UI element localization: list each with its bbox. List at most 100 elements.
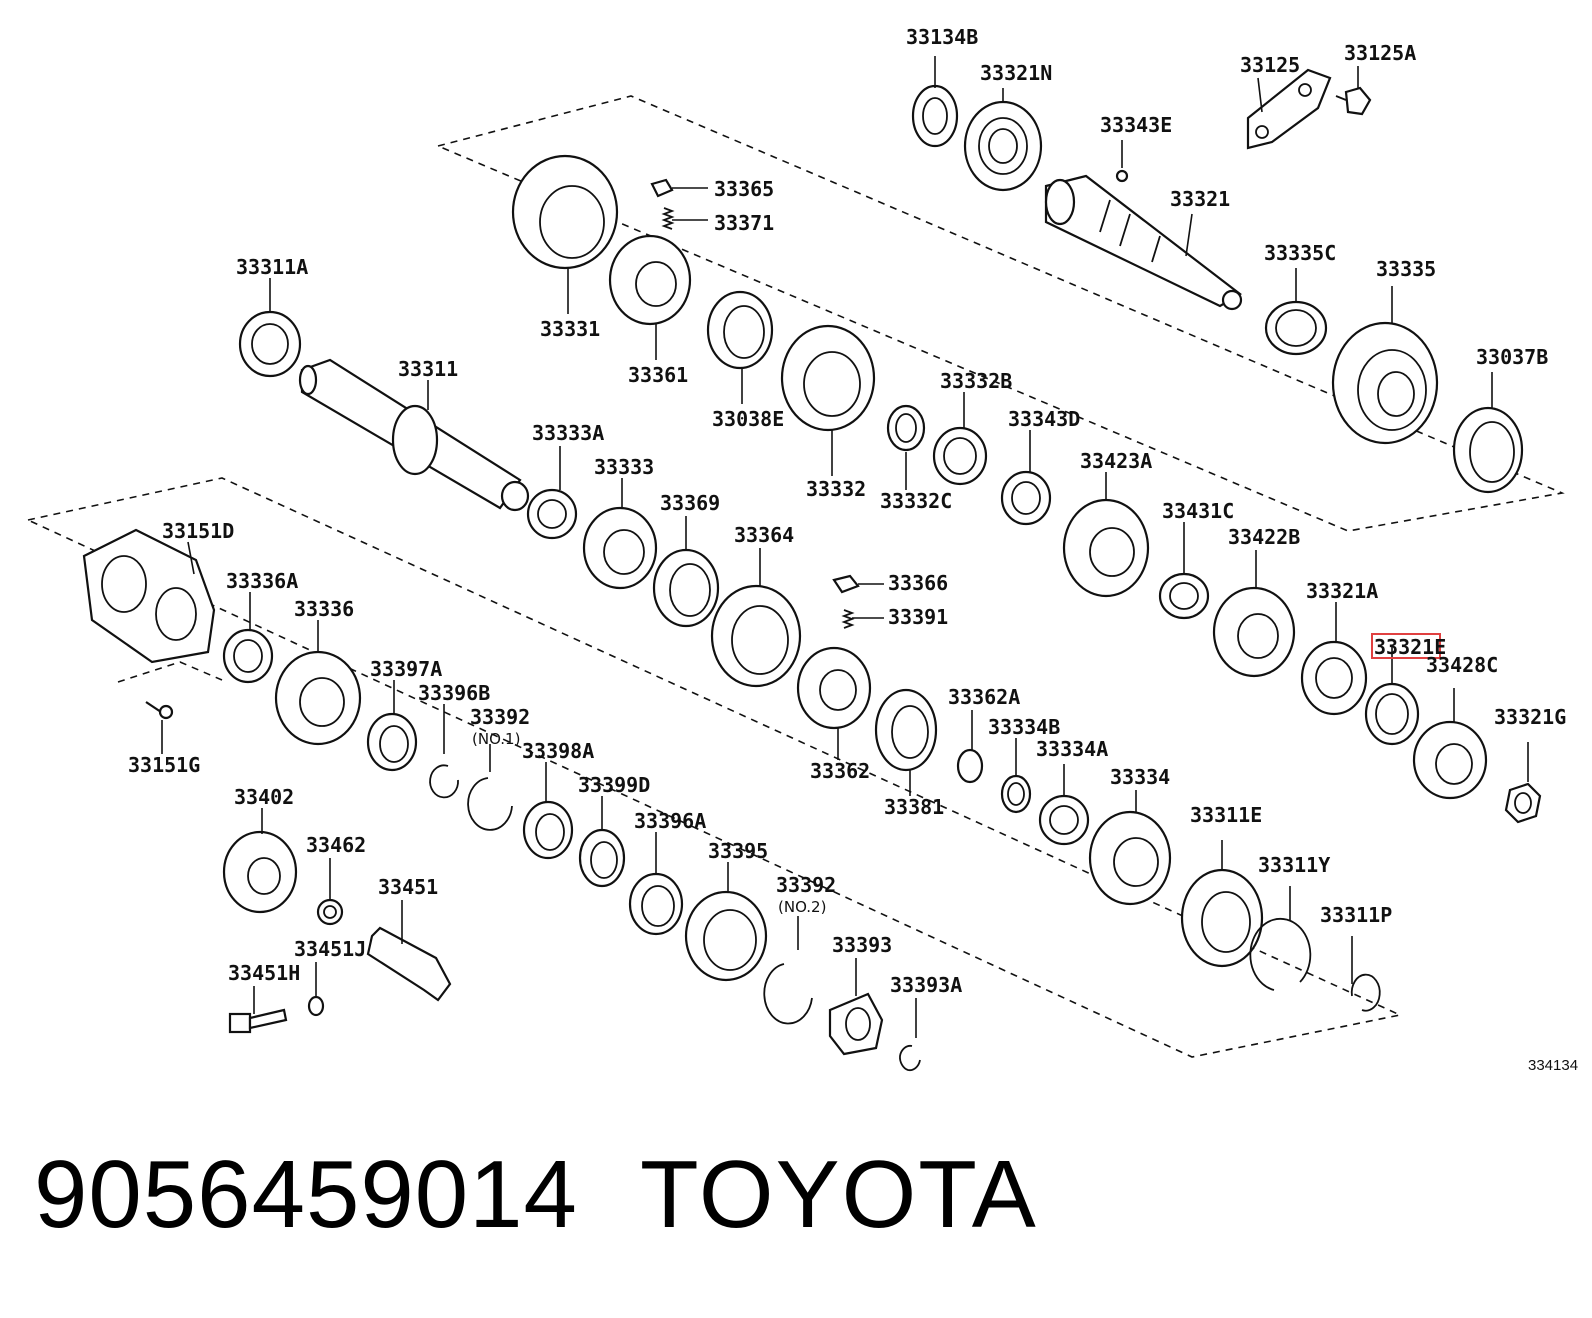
label-33397A: 33397A [370, 657, 442, 681]
bearing-33321N [963, 88, 1043, 192]
label-no2: (NO.2) [778, 898, 826, 916]
needle-bearing-33334A [1038, 764, 1090, 846]
snap-ring-33392-no1 [467, 744, 513, 831]
ring-33399D [578, 796, 626, 888]
label-33332: 33332 [806, 477, 866, 501]
nut-33321G [1504, 742, 1542, 824]
sleeve-33331 [511, 154, 619, 314]
label-33321A: 33321A [1306, 579, 1378, 603]
part-labels: 33134B 33321N 33125 33125A 33343E 33321 … [128, 25, 1578, 1074]
label-33422B: 33422B [1228, 525, 1300, 549]
label-33335: 33335 [1376, 257, 1436, 281]
bracket-33125 [1246, 68, 1332, 150]
label-33321: 33321 [1170, 187, 1230, 211]
snap-ring-33362A [956, 710, 984, 784]
gear-33402 [222, 808, 298, 914]
label-33321E: 33321E [1374, 635, 1446, 659]
label-33125A: 33125A [1344, 41, 1416, 65]
label-33365: 33365 [714, 177, 774, 201]
label-33335C: 33335C [1264, 241, 1336, 265]
snap-ring-33392-no2 [763, 916, 813, 1025]
snap-ring-33393A [899, 998, 921, 1071]
label-33361: 33361 [628, 363, 688, 387]
bolt-33151G [145, 701, 174, 754]
hub-33362 [796, 646, 872, 760]
snap-ring-33311P [1350, 936, 1381, 1012]
shaft-33321 [1044, 174, 1243, 311]
gear-33332 [780, 324, 876, 476]
collar-33343D [1000, 430, 1052, 526]
lower-group-outline [25, 477, 1403, 1058]
label-33402: 33402 [234, 785, 294, 809]
label-33336A: 33336A [226, 569, 298, 593]
shaft-33311 [298, 358, 530, 512]
seal-33134B [911, 56, 959, 148]
needle-bearing-33332B [932, 392, 988, 486]
hub-33423A [1062, 472, 1150, 598]
label-33395: 33395 [708, 839, 768, 863]
label-33392-no1: 33392 [470, 705, 530, 729]
label-33362: 33362 [810, 759, 870, 783]
gear-33334 [1088, 790, 1172, 906]
snap-ring-33311Y [1249, 886, 1312, 991]
label-33451J: 33451J [294, 937, 366, 961]
washer-33334B [1000, 738, 1032, 814]
ring-33038E [706, 290, 774, 404]
ball-33343E [1115, 140, 1129, 183]
label-33125: 33125 [1240, 53, 1300, 77]
retainer-33151D [82, 528, 216, 664]
label-33334: 33334 [1110, 765, 1170, 789]
upper-group-outline [435, 95, 1565, 532]
needle-bearing-33333A [526, 446, 578, 540]
synchro-ring-33396A [628, 832, 684, 936]
label-33332B: 33332B [940, 369, 1012, 393]
highlight-box [1371, 633, 1441, 659]
label-33362A: 33362A [948, 685, 1020, 709]
diagram-reference-code: 334134 [1528, 1057, 1578, 1074]
label-33321N: 33321N [980, 61, 1052, 85]
ring-33398A [522, 762, 574, 860]
ring-33037B [1452, 372, 1524, 494]
washer-33321E [1364, 646, 1420, 746]
washer-33462 [316, 858, 344, 926]
gear-33335 [1331, 286, 1439, 445]
part-number: 9056459014 [34, 1141, 578, 1248]
needle-bearing-33336A [222, 592, 274, 684]
bearing-33311A [238, 278, 302, 378]
bearing-33321A [1300, 602, 1368, 716]
label-33371: 33371 [714, 211, 774, 235]
label-33369: 33369 [660, 491, 720, 515]
label-33451: 33451 [378, 875, 438, 899]
label-33364: 33364 [734, 523, 794, 547]
label-33311P: 33311P [1320, 903, 1392, 927]
label-33038E: 33038E [712, 407, 784, 431]
washer-33332C [886, 404, 926, 490]
label-33311Y: 33311Y [1258, 853, 1330, 877]
synchro-ring-33369 [652, 516, 720, 628]
hub-33361 [608, 234, 692, 360]
label-33428C: 33428C [1426, 653, 1498, 677]
gear-33428C [1412, 688, 1488, 800]
label-33332C: 33332C [880, 489, 952, 513]
label-no1: (NO.1) [472, 730, 520, 748]
label-33381: 33381 [884, 795, 944, 819]
bolt-33451H [228, 986, 288, 1034]
synchro-ring-33397A [366, 680, 418, 772]
spring-33391 [841, 609, 884, 629]
label-33393A: 33393A [890, 973, 962, 997]
shaft-33451 [366, 900, 452, 1002]
label-33321G: 33321G [1494, 705, 1566, 729]
label-33396A: 33396A [634, 809, 706, 833]
label-33423A: 33423A [1080, 449, 1152, 473]
lower-group-bracket [117, 661, 223, 683]
label-33462: 33462 [306, 833, 366, 857]
label-33334A: 33334A [1036, 737, 1108, 761]
label-33343D: 33343D [1008, 407, 1080, 431]
label-33134B: 33134B [906, 25, 978, 49]
label-33451H: 33451H [228, 961, 300, 985]
hub-33393 [828, 958, 884, 1056]
collar-33431C [1158, 522, 1210, 620]
label-33396B: 33396B [418, 681, 490, 705]
spring-33371 [661, 207, 708, 230]
